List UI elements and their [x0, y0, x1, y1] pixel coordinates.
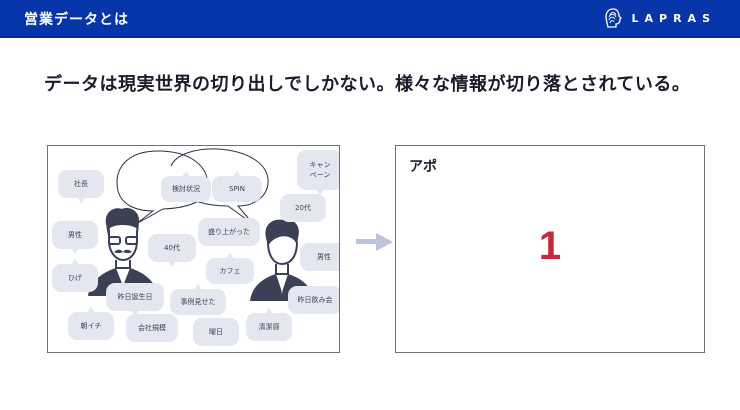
tag-bubble: 清潔感 [246, 308, 292, 341]
tag-bubble: 会社規模 [126, 314, 178, 342]
tag-bubble: 40代 [148, 234, 196, 267]
tag-bubble: 社長 [58, 170, 104, 203]
tag-bubble: 男性 [300, 243, 339, 271]
result-label: アポ [409, 159, 437, 175]
lapras-logo: LAPRAS [604, 8, 717, 28]
tag-bubble: カフェ [206, 253, 254, 284]
subtitle: データは現実世界の切り出しでしかない。様々な情報が切り落とされている。 [44, 74, 691, 95]
fingerprint-head-icon [604, 8, 622, 28]
tag-bubble: 朝イチ [68, 307, 114, 340]
slide-title: 営業データとは [24, 12, 129, 28]
tag-bubble: 盛り上がった [198, 218, 260, 246]
tag-bubble: 事例見せた [170, 284, 226, 315]
logo-text: LAPRAS [631, 11, 716, 25]
tag-bubble: 20代 [280, 194, 326, 222]
tag-bubble: キャン ペーン [297, 150, 339, 195]
tag-bubble: 男性 [52, 221, 98, 254]
result-value: 1 [538, 224, 562, 268]
header-bar: 営業データとは LAPRAS [0, 0, 740, 38]
speech-bubble-right [170, 148, 269, 225]
tag-bubble: 検討状況 [161, 171, 211, 202]
right-arrow-icon [356, 233, 393, 251]
data-result-box: アポ 1 [395, 145, 705, 353]
tag-bubble: SPIN [212, 171, 262, 202]
tag-bubble: 曜日 [193, 318, 239, 346]
tag-bubble: 昨日飲み会 [288, 286, 339, 314]
tag-bubble: ひげ [52, 259, 98, 292]
tag-bubble: 昨日誕生日 [106, 283, 164, 316]
reality-illustration: 社長 検討状況 SPIN キャン ペーン 20代 男性 40代 盛り上がった 男… [47, 145, 340, 353]
